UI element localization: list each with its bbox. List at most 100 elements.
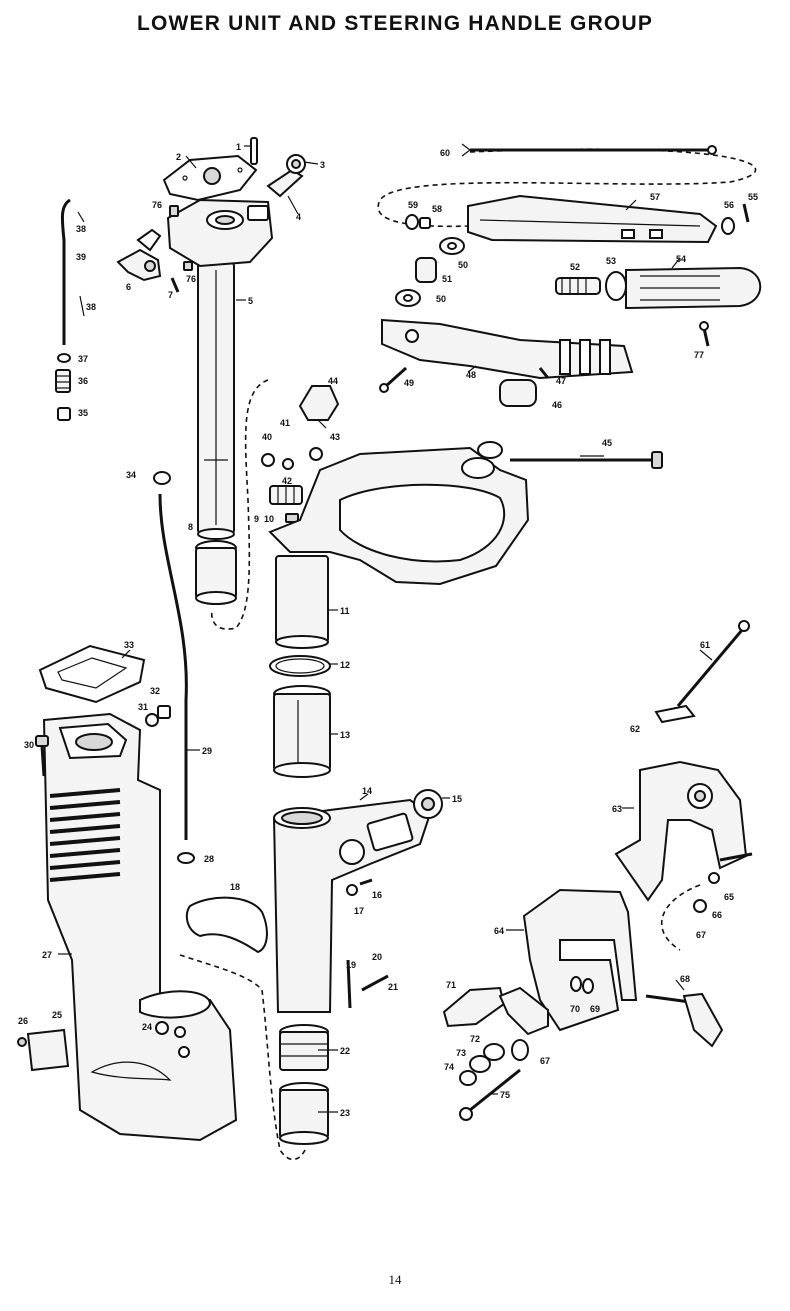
part-clamp-bracket-63 [614,760,748,902]
callout-8: 8 [188,522,193,532]
part-tension-parts-40-44 [261,385,340,523]
callout-35: 35 [78,408,88,418]
part-bushing-23 [279,1082,329,1145]
part-tiller-bracket [268,441,530,586]
part-pin-top [250,137,258,165]
callout-5: 5 [248,296,253,306]
part-washers-55-59 [405,203,750,235]
callout-4: 4 [296,212,301,222]
part-throttle-shaft-60 [461,143,717,157]
callout-58: 58 [432,204,442,214]
callout-21: 21 [388,982,398,992]
part-bushing-13 [273,685,331,778]
part-clip-18 [185,896,268,954]
callout-55: 55 [748,192,758,202]
callout-60: 60 [440,148,450,158]
callout-28: 28 [204,854,214,864]
part-link-rod-39 [60,198,85,345]
callout-12: 12 [340,660,350,670]
callout-3: 3 [320,160,325,170]
callout-37: 37 [78,354,88,364]
part-grommets-31-32 [145,705,171,727]
callout-41: 41 [280,418,290,428]
callout-50b: 50 [436,294,446,304]
callout-30: 30 [24,740,34,750]
callout-45: 45 [602,438,612,448]
callout-14: 14 [362,786,372,796]
part-washers-72-75 [459,1039,529,1121]
part-bracket-small-69-71 [442,976,594,1036]
callout-52: 52 [570,262,580,272]
callout-10: 10 [264,514,274,524]
callout-2: 2 [176,152,181,162]
part-o-ring-12 [269,655,331,677]
callout-56: 56 [724,200,734,210]
callout-71: 71 [446,980,456,990]
callout-31: 31 [138,702,148,712]
callout-66: 66 [712,910,722,920]
part-tiller-shell-57 [467,194,718,244]
callout-11: 11 [340,606,350,616]
callout-13: 13 [340,730,350,740]
part-bolt-49 [379,366,408,393]
part-clamp-screw-65-67 [693,852,753,913]
callout-49: 49 [404,378,414,388]
callout-53: 53 [606,256,616,266]
callout-46: 46 [552,400,562,410]
part-screw-30 [35,735,49,777]
part-thumb-screw-68 [645,992,724,1048]
callout-29: 29 [202,746,212,756]
part-cam-lever [116,228,162,282]
callout-40: 40 [262,432,272,442]
part-sleeve-8 [195,540,237,605]
part-number-callouts: 1 2 3 4 5 6 7 8 9 10 11 12 13 14 15 16 1… [18,142,758,1118]
callout-34: 34 [126,470,136,480]
callout-57: 57 [650,192,660,202]
callout-20: 20 [372,952,382,962]
callout-44: 44 [328,376,338,386]
callout-75: 75 [500,1090,510,1100]
callout-9: 9 [254,514,259,524]
callout-42: 42 [282,476,292,486]
callout-77: 77 [694,350,704,360]
part-grip-spring-52-54 [555,266,762,310]
callout-16: 16 [372,890,382,900]
callout-43: 43 [330,432,340,442]
part-steering-column-tube [197,261,235,540]
callout-38b: 38 [86,302,96,312]
callout-76a: 76 [152,200,162,210]
part-washers-50-51 [395,237,465,307]
page-number: 14 [388,1272,402,1287]
part-gasket-33 [38,644,146,704]
part-swivel-housing-14 [272,789,443,1013]
callout-62: 62 [630,724,640,734]
part-spring-stack-35-37 [55,353,71,421]
callout-63: 63 [612,804,622,814]
part-water-tube-29 [153,471,195,864]
callout-15: 15 [452,794,462,804]
callout-36: 36 [78,376,88,386]
callout-73: 73 [456,1048,466,1058]
part-gasket-plate-top [162,154,258,202]
part-spring-22 [279,1024,329,1071]
callout-33: 33 [124,640,134,650]
callout-32: 32 [150,686,160,696]
part-small-bits-16-21 [346,878,389,1009]
part-small-screws-top [169,205,193,293]
part-plate-25-26 [17,1028,70,1072]
callout-47: 47 [556,376,566,386]
part-rod-61-62 [654,620,750,724]
part-rod-45 [510,451,663,469]
part-tube-11 [275,555,329,649]
callout-74: 74 [444,1062,454,1072]
callout-54: 54 [676,254,686,264]
part-nut-46-47 [499,367,550,407]
callout-70: 70 [570,1004,580,1014]
callout-24: 24 [142,1022,152,1032]
part-screw-24 [155,1021,169,1035]
callout-67a: 67 [696,930,706,940]
callout-48: 48 [466,370,476,380]
callout-72: 72 [470,1034,480,1044]
callout-18: 18 [230,882,240,892]
